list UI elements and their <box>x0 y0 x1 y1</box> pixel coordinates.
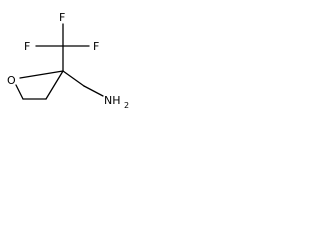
amine-subscript-label: 2 <box>124 101 129 110</box>
oxygen-label: O <box>7 74 16 87</box>
bond-o-c4 <box>15 84 24 100</box>
bond-c2-o <box>19 70 64 79</box>
fluorine-right-label: F <box>93 40 99 53</box>
fluorine-left-label: F <box>24 40 30 53</box>
amine-label: NH <box>104 94 121 107</box>
bond-c2-ch2 <box>62 70 85 87</box>
fluorine-top-label: F <box>59 11 65 24</box>
bond-ch2-n <box>83 85 104 97</box>
bond-c3-c2 <box>45 70 64 100</box>
molecule-structure-diagram: F F F O NH 2 <box>7 11 129 110</box>
